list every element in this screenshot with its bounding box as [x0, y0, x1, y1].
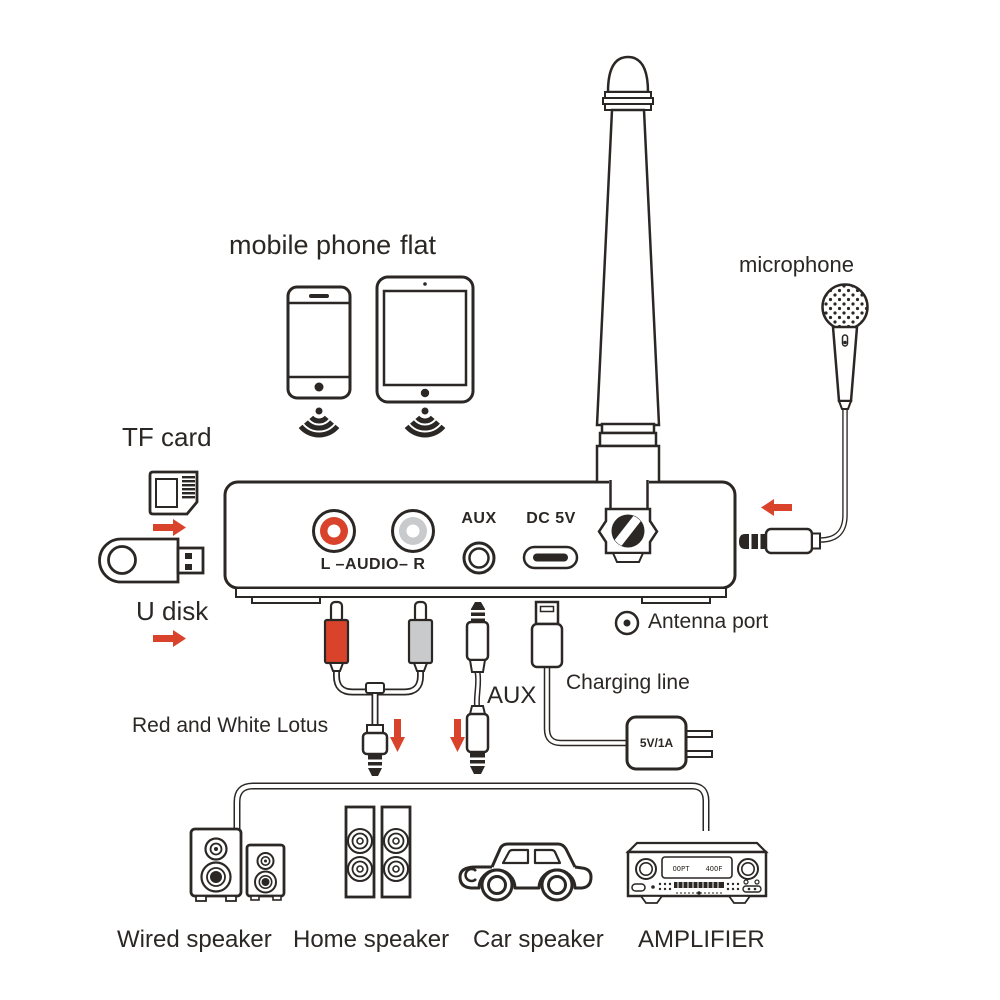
aux-cable-label: AUX [487, 682, 537, 709]
smartphone-icon [286, 285, 352, 400]
dc-port-label: DC 5V [526, 510, 576, 527]
tf-card-label: TF card [122, 422, 212, 452]
aux-port-label: AUX [461, 510, 497, 527]
tf-card-arrow-icon [153, 519, 186, 536]
usb-drive-icon [98, 537, 205, 584]
amplifier-label: AMPLIFIER [638, 926, 765, 953]
mobile-phone-label: mobile phone [229, 230, 392, 260]
amplifier-display-right: 4OOF [706, 865, 723, 873]
tablet-icon [375, 275, 475, 404]
home-speaker-label: Home speaker [293, 926, 450, 953]
antenna-port-label: Antenna port [648, 610, 769, 633]
antenna-icon [595, 55, 661, 510]
wired-speaker-label: Wired speaker [117, 926, 272, 953]
microphone-icon [817, 283, 869, 543]
amplifier-display-left: OOPT [673, 865, 691, 873]
microphone-plug-icon [739, 527, 821, 555]
car-speaker-label: Car speaker [473, 926, 604, 953]
tf-card-icon [148, 470, 199, 516]
power-adapter-icon [625, 715, 713, 771]
rca-jack-left-icon [312, 509, 356, 553]
amplifier-icon: OOPT 4OOF [625, 841, 769, 904]
u-disk-arrow-icon [153, 630, 186, 647]
microphone-arrow-icon [761, 499, 792, 516]
tablet-label: flat [400, 230, 437, 260]
antenna-port-icon [614, 610, 640, 636]
rca-jacks-label: L –AUDIO– R [320, 556, 426, 573]
charging-line-label: Charging line [566, 671, 690, 694]
microphone-label: microphone [739, 252, 854, 277]
aux-jack-icon [462, 541, 496, 575]
charging-cable-icon [530, 600, 626, 747]
aux-cable-arrow-icon [450, 719, 465, 752]
output-cable-icon [233, 782, 710, 831]
aux-cable-icon [465, 602, 490, 774]
rca-cable-arrow-icon [390, 719, 405, 752]
rca-cable-label: Red and White Lotus [132, 714, 329, 737]
usb-c-port-icon [522, 545, 579, 570]
wifi-signal-icon [298, 407, 340, 438]
u-disk-label: U disk [136, 596, 209, 626]
antenna-mount-icon [597, 507, 659, 563]
wired-speaker-icon [189, 827, 286, 902]
car-icon [458, 842, 593, 902]
wifi-signal-icon [404, 407, 446, 438]
adapter-rating-label: 5V/1A [639, 736, 674, 750]
rca-jack-right-icon [391, 509, 435, 553]
rca-cable-icon [323, 600, 434, 776]
home-speaker-icon [344, 805, 412, 899]
